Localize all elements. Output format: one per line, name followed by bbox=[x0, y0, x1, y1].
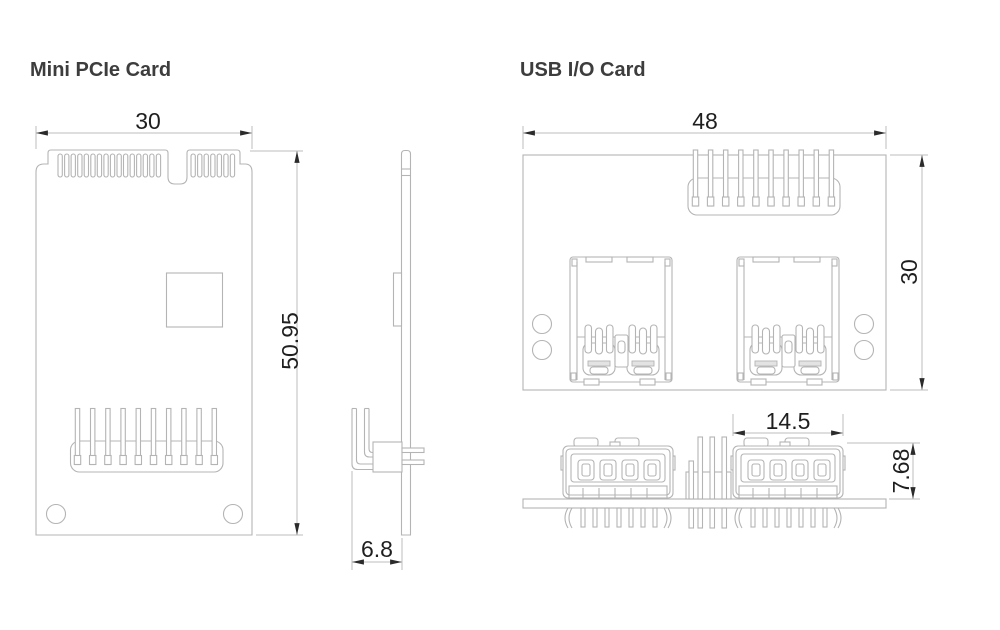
usb-io-height-dimension: 30 bbox=[890, 154, 928, 391]
mini-pcie-side-view: 6.8 bbox=[351, 149, 425, 570]
usb-io-hole-left-upper bbox=[531, 313, 553, 335]
mini-pcie-width-dimension: 30 bbox=[35, 108, 253, 149]
usb-port-left-top-view bbox=[570, 257, 672, 385]
usb-io-hole-left-lower bbox=[531, 339, 553, 361]
usb-connector-height-dimension: 7.68 bbox=[847, 442, 920, 500]
mini-pcie-front-view bbox=[35, 149, 253, 536]
mini-pcie-depth-value: 6.8 bbox=[361, 536, 393, 562]
usb-connector-width-dimension: 14.5 bbox=[732, 408, 844, 436]
mini-pcie-title: Mini PCIe Card bbox=[30, 59, 171, 81]
mini-pcie-pin-header-side bbox=[351, 407, 425, 473]
usb-io-hole-right-lower bbox=[853, 339, 875, 361]
mini-pcie-height-value: 50.95 bbox=[277, 312, 303, 370]
usb-io-width-value: 48 bbox=[692, 108, 718, 134]
usb-connector-width-value: 14.5 bbox=[766, 408, 811, 434]
usb-io-title: USB I/O Card bbox=[520, 59, 646, 81]
mini-pcie-section: Mini PCIe Card 30 bbox=[30, 59, 425, 570]
usb-port-right-top-view bbox=[737, 257, 839, 385]
usb-io-top-view bbox=[522, 149, 887, 391]
usb-io-pin-header-front bbox=[685, 436, 732, 529]
usb-io-hole-right-upper bbox=[853, 313, 875, 335]
usb-connector-height-value: 7.68 bbox=[888, 449, 914, 494]
usb-io-section: USB I/O Card 48 bbox=[520, 59, 928, 529]
mini-pcie-depth-dimension: 6.8 bbox=[351, 471, 403, 570]
usb-port-right-front-view bbox=[730, 437, 846, 529]
mini-pcie-mounting-hole-right bbox=[222, 503, 244, 525]
mini-pcie-card-outline bbox=[35, 149, 253, 536]
mini-pcie-component bbox=[165, 272, 224, 328]
usb-io-height-value: 30 bbox=[896, 259, 922, 285]
mini-pcie-edge-connector bbox=[57, 153, 236, 178]
mini-pcie-pin-header bbox=[69, 407, 224, 473]
usb-io-front-view: 14.5 7.68 bbox=[522, 408, 920, 529]
mini-pcie-width-value: 30 bbox=[135, 108, 161, 134]
mini-pcie-height-dimension: 50.95 bbox=[250, 150, 303, 536]
usb-io-pin-header bbox=[687, 149, 841, 216]
mini-pcie-mounting-hole-left bbox=[45, 503, 67, 525]
usb-io-board-edge bbox=[522, 498, 887, 509]
mini-pcie-component-side bbox=[392, 272, 403, 327]
usb-port-left-front-view bbox=[560, 437, 676, 529]
usb-io-width-dimension: 48 bbox=[522, 108, 887, 149]
